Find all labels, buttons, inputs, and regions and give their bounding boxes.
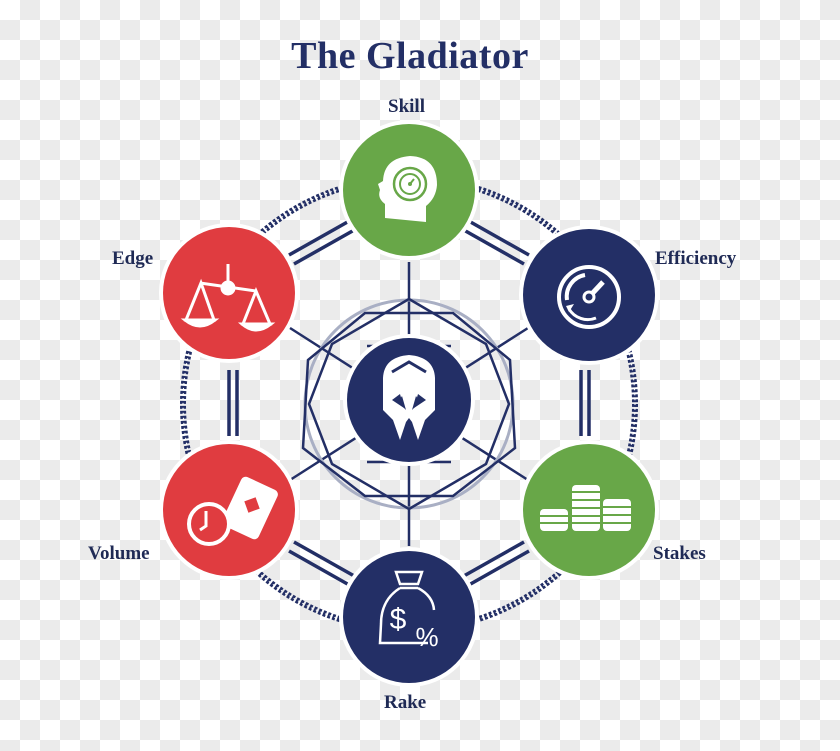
node-skill	[339, 120, 479, 260]
diagram-title: The Gladiator	[291, 35, 529, 77]
node-edge	[159, 223, 299, 363]
clock-card-icon	[187, 476, 278, 546]
svg-text:$: $	[390, 603, 407, 636]
money-bag-percent-icon: $ %	[378, 570, 439, 652]
node-efficiency	[519, 225, 659, 365]
label-efficiency: Efficiency	[655, 248, 737, 269]
spartan-helmet-icon	[383, 355, 435, 440]
coin-stacks-icon	[540, 485, 631, 531]
label-skill: Skill	[388, 96, 425, 117]
double-connector-lines	[227, 218, 591, 588]
label-stakes: Stakes	[653, 543, 706, 564]
balance-scale-icon	[180, 264, 276, 332]
node-rake: $ %	[339, 547, 479, 687]
label-rake: Rake	[384, 692, 427, 713]
speedometer-icon	[557, 265, 621, 329]
center-node	[343, 334, 475, 466]
node-volume	[159, 440, 299, 580]
label-volume: Volume	[88, 543, 150, 564]
head-gear-icon	[378, 156, 437, 222]
label-edge: Edge	[112, 248, 154, 269]
svg-text:%: %	[415, 622, 438, 652]
node-stakes	[519, 440, 659, 580]
